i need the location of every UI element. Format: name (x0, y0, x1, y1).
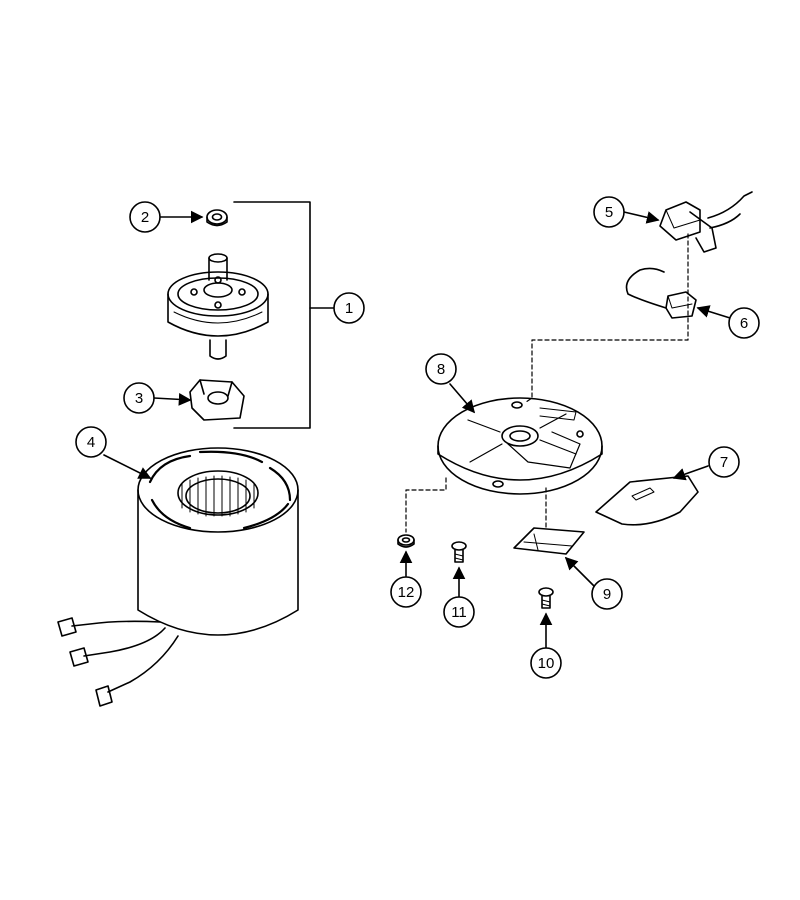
svg-text:3: 3 (135, 390, 143, 407)
leader-4 (103, 454, 152, 479)
callout-3: 3 (123, 382, 155, 414)
part-11-screw (451, 541, 467, 563)
svg-text:8: 8 (437, 361, 445, 378)
callout-9: 9 (591, 578, 623, 610)
part-9-shield (513, 527, 585, 555)
svg-text:1: 1 (345, 300, 353, 317)
leader-6 (696, 305, 731, 319)
leader-8 (449, 383, 476, 414)
part-8-plate (437, 397, 603, 495)
leader-3 (153, 392, 192, 406)
svg-text:2: 2 (141, 209, 149, 226)
leader-5 (623, 211, 660, 224)
part-10-screw (538, 587, 554, 609)
part-5-switch (659, 191, 753, 253)
callout-7: 7 (708, 446, 740, 478)
callout-10: 10 (530, 647, 562, 679)
part-7-cover (595, 475, 699, 526)
svg-text:6: 6 (740, 315, 748, 332)
svg-text:4: 4 (87, 434, 95, 451)
svg-text:5: 5 (605, 204, 613, 221)
callout-12: 12 (390, 576, 422, 608)
svg-text:10: 10 (538, 655, 555, 672)
callout-11: 11 (443, 596, 475, 628)
part-4-stator (57, 447, 299, 707)
callout-4: 4 (75, 426, 107, 458)
svg-text:12: 12 (398, 584, 415, 601)
svg-text:11: 11 (451, 604, 467, 621)
part-1-rotor (167, 253, 269, 360)
group-bracket (233, 201, 311, 429)
svg-text:9: 9 (603, 586, 611, 603)
callout-2: 2 (129, 201, 161, 233)
leader-9 (564, 556, 595, 587)
dashed-line-8-to-12 (405, 477, 447, 533)
dashed-line-5-to-8 (525, 233, 689, 403)
part-3-clip (189, 379, 245, 421)
callout-8: 8 (425, 353, 457, 385)
leader-7 (672, 465, 709, 481)
callout-6: 6 (728, 307, 760, 339)
callout-1: 1 (333, 292, 365, 324)
part-2-nut (206, 209, 228, 227)
svg-text:7: 7 (720, 454, 728, 471)
part-6-connector (625, 267, 697, 319)
part-12-nut (397, 534, 415, 548)
callout-5: 5 (593, 196, 625, 228)
